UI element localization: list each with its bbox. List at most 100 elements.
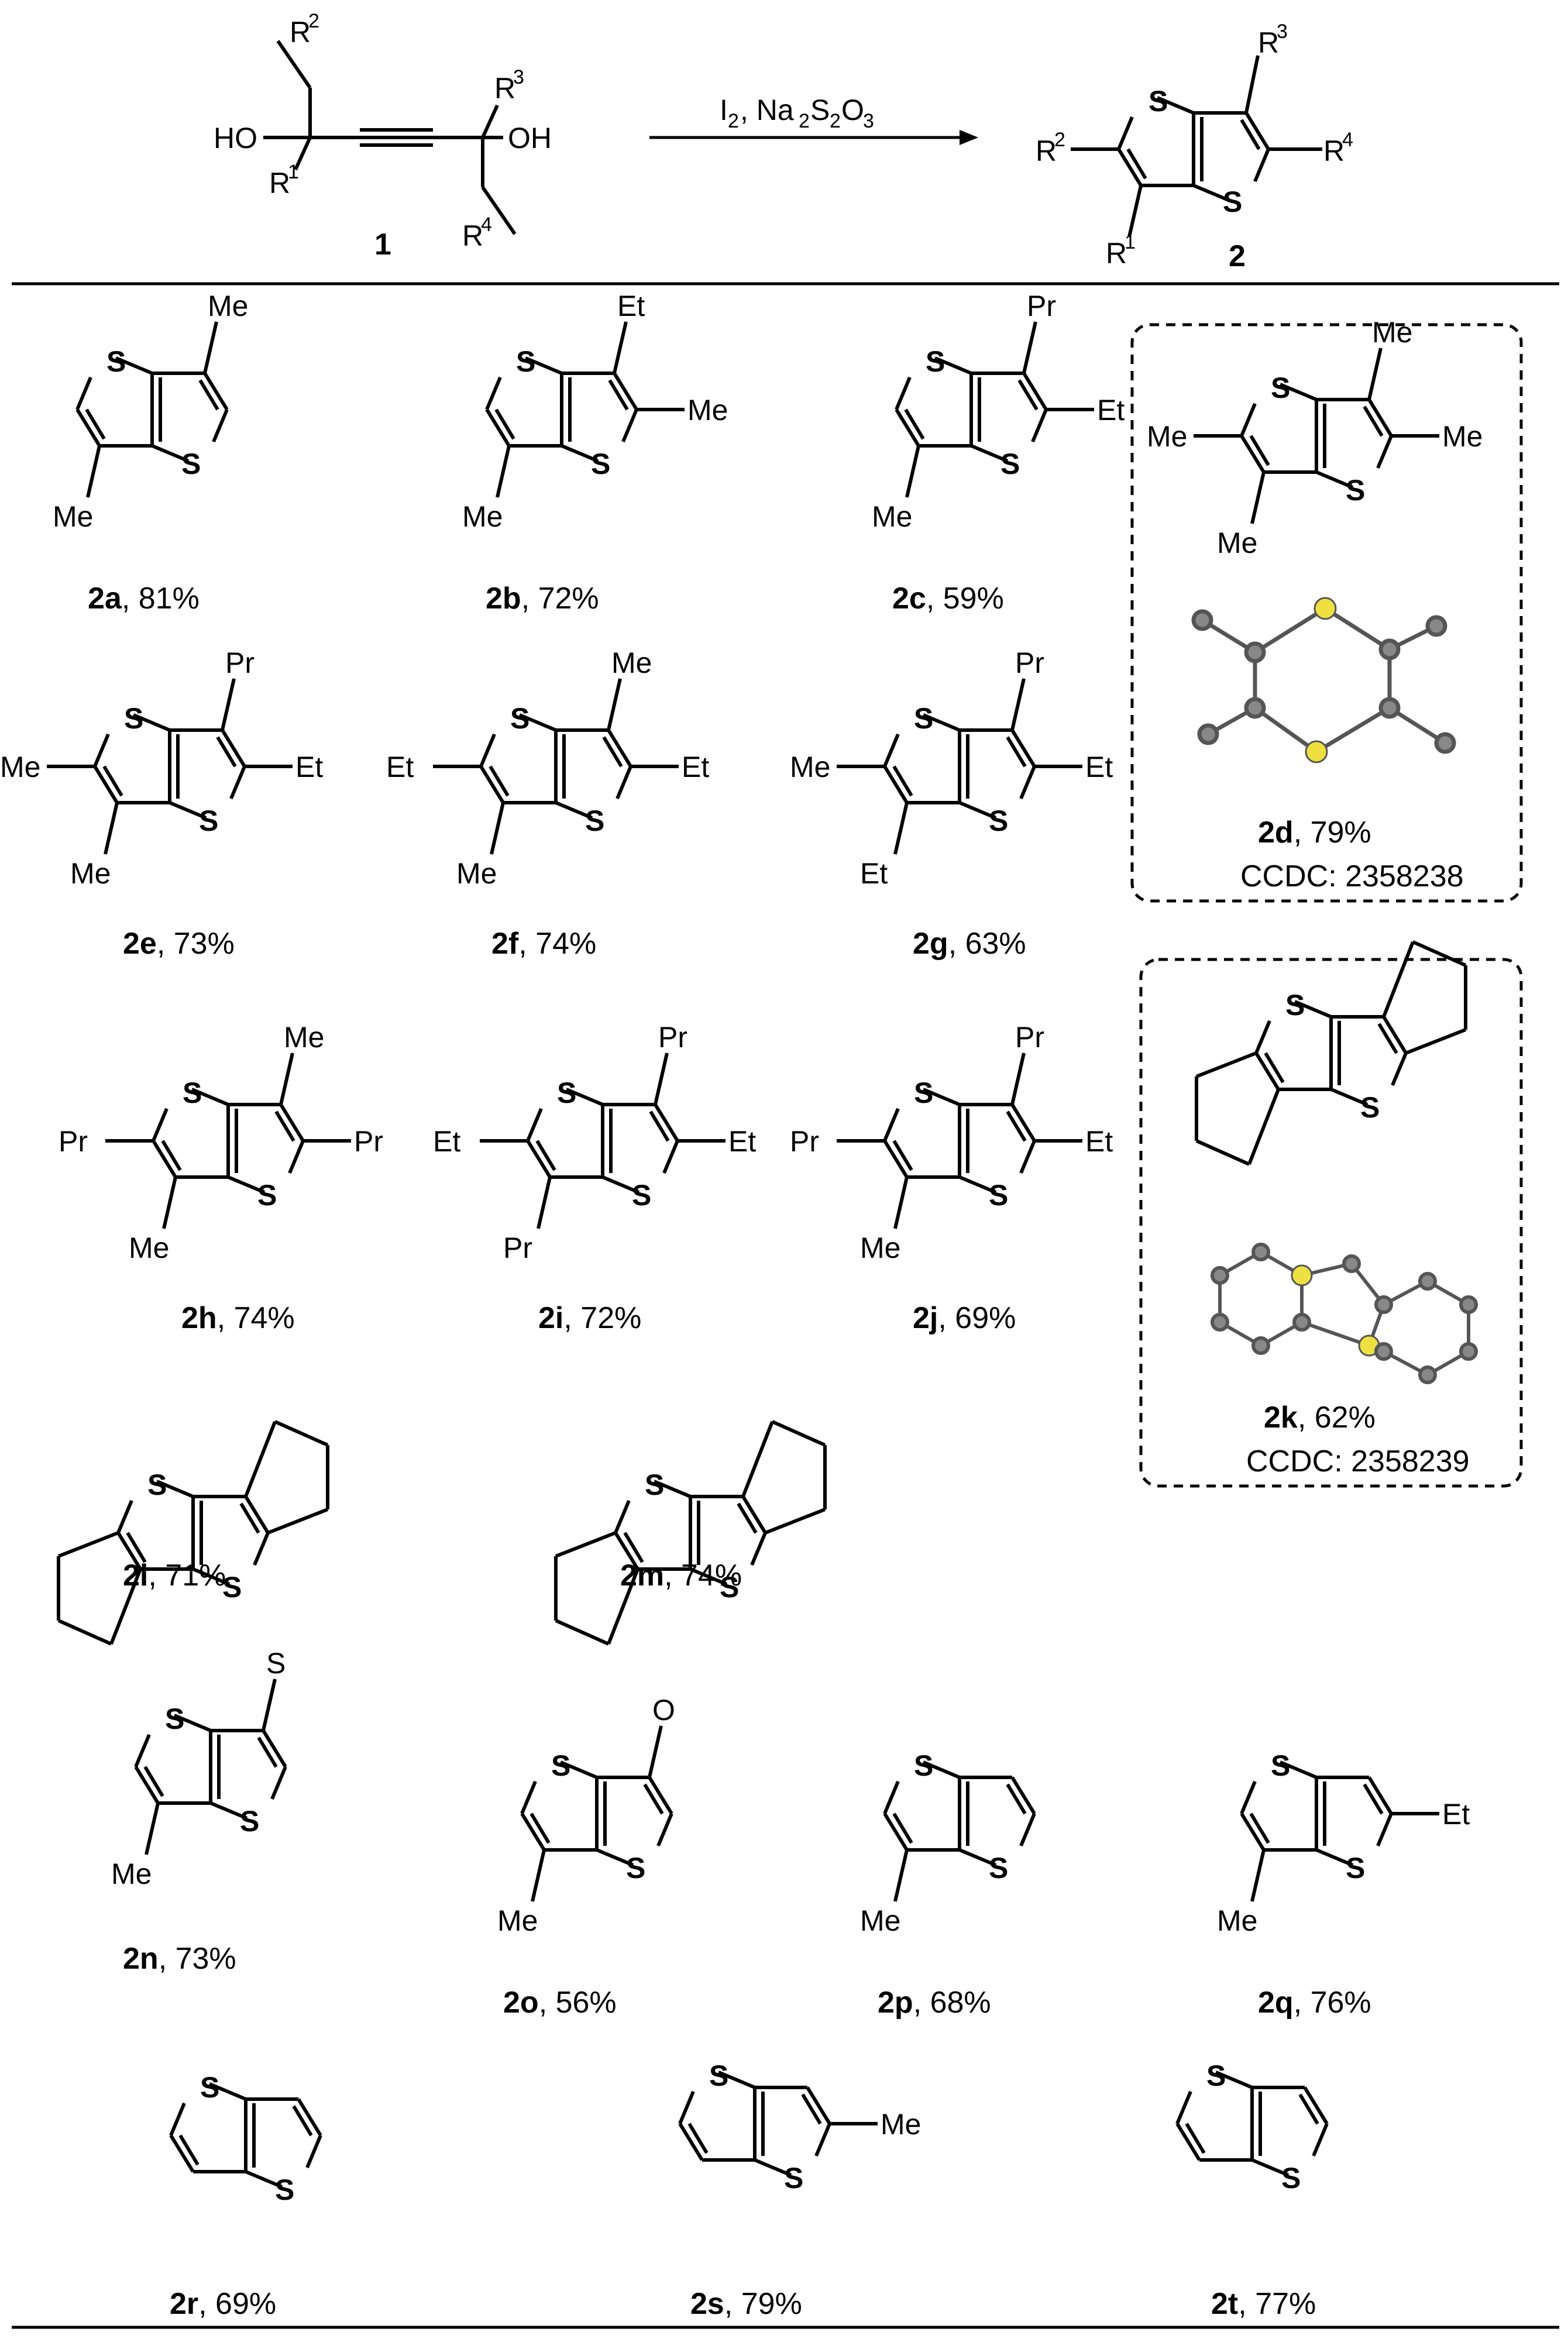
sulfur-label: S (645, 1468, 664, 1501)
sulfur-label: S (183, 1076, 202, 1109)
svg-text:R: R (1258, 26, 1279, 59)
fused-rings-2k (1195, 940, 1467, 1166)
sulfur-label: S (200, 2071, 219, 2104)
crystal-structure-2d (1191, 597, 1456, 763)
svg-text:4: 4 (481, 214, 492, 236)
substituent-label: Et (617, 290, 645, 322)
svg-text:R: R (1106, 237, 1127, 270)
substituent-label: Pr (503, 1232, 532, 1264)
sulfur-label: S (1285, 989, 1305, 1021)
sulfur-label: S (106, 345, 126, 378)
substituent-label: Me (860, 1232, 900, 1264)
substituent-label: Me (462, 500, 503, 533)
substituent-label: Et (1442, 1798, 1470, 1831)
substituent-label: Me (790, 751, 830, 783)
sulfur-label: S (591, 448, 610, 480)
fused-rings-2l (57, 1420, 329, 1646)
svg-text:S: S (810, 94, 830, 126)
structure-2t (1175, 2070, 1329, 2177)
sulfur-label: S (1206, 2059, 1226, 2092)
svg-text:R: R (1036, 135, 1057, 167)
structure-2j (883, 1088, 1036, 1194)
sulfur-label: S (1346, 474, 1365, 507)
substituent-label: Me (111, 1858, 152, 1890)
sulfur-label: S (914, 702, 933, 735)
substituent-bonds (433, 678, 679, 855)
structure-2a (75, 356, 229, 463)
sulfur-label: S (199, 804, 218, 837)
svg-text:R: R (290, 16, 311, 49)
compound-caption-2a: 2a, 81% (88, 582, 200, 615)
sulfur-label: S (181, 448, 201, 480)
sulfur-label: S (240, 1805, 259, 1838)
box-2k (1139, 958, 1523, 1488)
structure-2f (479, 713, 632, 820)
structure-2h (152, 1088, 305, 1194)
substituent-label: Me (1442, 420, 1483, 453)
substituent-label: Pr (658, 1021, 687, 1054)
compound-caption-2g: 2g, 63% (913, 927, 1026, 961)
substituent-label: Et (386, 751, 414, 783)
sulfur-label: S (914, 1076, 933, 1109)
substituent-bonds (837, 1052, 1082, 1229)
substituent-label: Me (1372, 316, 1412, 349)
substituent-label: Me (208, 290, 248, 322)
substituent-label: Et (1085, 1125, 1113, 1158)
ccdc-label: CCDC: 2358239 (1246, 1444, 1470, 1478)
substituent-label: Me (872, 500, 912, 533)
fused-rings-2m (554, 1420, 827, 1646)
structure-2b (485, 356, 638, 463)
compound-caption-2b: 2b, 72% (486, 582, 599, 615)
substituent-bonds (86, 321, 218, 498)
compound-caption-2c: 2c, 59% (892, 582, 1004, 615)
svg-text:I: I (720, 94, 728, 126)
substituent-label: Pr (1015, 1021, 1044, 1054)
svg-text:3: 3 (513, 66, 524, 88)
substituent-bonds (1194, 348, 1439, 524)
substituent-label: Pr (59, 1125, 88, 1158)
substituent-bonds (480, 1052, 725, 1229)
structure-2g (883, 713, 1036, 820)
compound-caption-2m: 2m, 74% (620, 1559, 742, 1592)
sulfur-label: S (510, 702, 529, 735)
structure-2s (678, 2070, 831, 2177)
svg-text:3: 3 (863, 110, 874, 132)
substituent-label: Pr (790, 1125, 819, 1158)
sulfur-label: S (989, 1852, 1008, 1884)
sulfur-label: S (709, 2059, 728, 2092)
substituent-label: Me (497, 1904, 538, 1937)
substituent-label: Me (456, 857, 497, 890)
compound-caption-2j: 2j, 69% (913, 1301, 1016, 1335)
sulfur-label: S (926, 345, 945, 378)
svg-text:HO: HO (214, 122, 257, 154)
svg-text:1: 1 (288, 161, 299, 183)
sulfur-label: S (222, 1571, 242, 1604)
sulfur-label: S (626, 1852, 645, 1884)
reactant-label: 1 (374, 228, 391, 262)
svg-text:4: 4 (1342, 129, 1353, 151)
substituent-label: Me (53, 500, 93, 533)
sulfur-label: S (914, 1749, 933, 1782)
svg-text:2: 2 (830, 110, 841, 132)
sulfur-label: S (1346, 1852, 1365, 1884)
substituent-bonds (893, 1849, 909, 1902)
compound-caption-2o: 2o, 56% (503, 1986, 617, 2020)
substituent-label: Et (1085, 751, 1113, 783)
svg-text:2: 2 (799, 110, 810, 132)
structure-2d (1240, 383, 1393, 489)
substituent-label: Et (433, 1125, 460, 1158)
compound-caption-2t: 2t, 77% (1211, 2287, 1316, 2321)
structure-2m (614, 1480, 767, 1586)
sulfur-label: S (989, 1179, 1008, 1212)
svg-text:R: R (494, 72, 515, 105)
svg-text:O: O (841, 94, 864, 126)
substituent-label: Pr (1015, 646, 1044, 679)
substituent-label: Me (1147, 420, 1187, 453)
compound-caption-2e: 2e, 73% (123, 927, 235, 961)
substituent-bonds (1250, 1812, 1439, 1902)
compound-caption-2p: 2p, 68% (878, 1986, 991, 2020)
substituent-bonds (531, 1725, 663, 1902)
sulfur-label: S (275, 2173, 294, 2206)
compound-caption-2r: 2r, 69% (170, 2287, 276, 2321)
substituent-label: Me (129, 1232, 169, 1264)
